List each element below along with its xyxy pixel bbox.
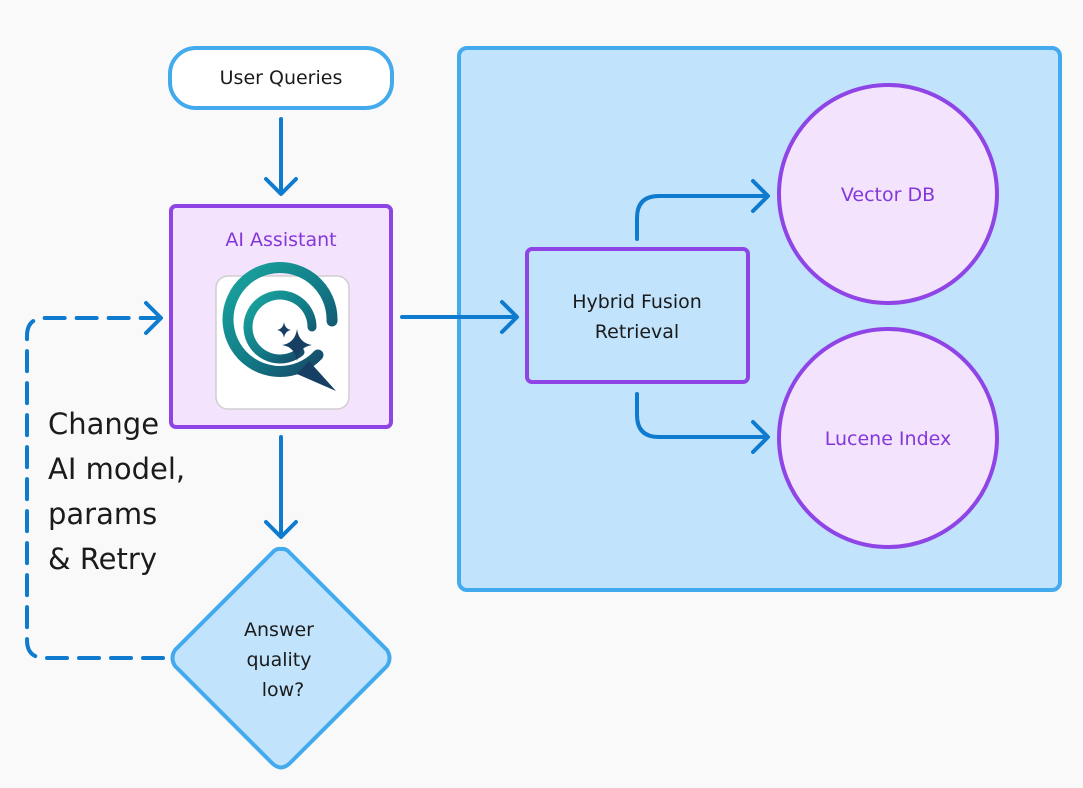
feedback-loop-arrow xyxy=(25,301,165,660)
hybrid-fusion-label-line2: Retrieval xyxy=(595,321,679,343)
arrow-assistant-to-fusion xyxy=(400,300,519,334)
arrow-fusion-to-vector-db xyxy=(635,179,770,241)
ai-assistant-label: AI Assistant xyxy=(225,229,336,251)
user-queries-label: User Queries xyxy=(220,67,343,89)
vector-db-label: Vector DB xyxy=(841,184,935,206)
decision-label-line1: Answer xyxy=(244,619,314,641)
feedback-note-line1: Change xyxy=(48,407,160,441)
hybrid-fusion-label-line1: Hybrid Fusion xyxy=(572,291,702,313)
feedback-note-line4: & Retry xyxy=(48,542,157,576)
vector-db-node[interactable]: Vector DB xyxy=(777,83,999,305)
chat-bubble-sparkle-icon xyxy=(215,261,350,410)
decision-label-line2: quality xyxy=(247,649,312,671)
user-queries-node[interactable]: User Queries xyxy=(168,46,394,110)
ai-assistant-node[interactable]: AI Assistant xyxy=(169,204,393,429)
arrow-fusion-to-lucene xyxy=(635,392,770,454)
feedback-note-line3: params xyxy=(48,497,158,531)
arrow-assistant-to-decision xyxy=(264,435,298,539)
decision-label-line3: low? xyxy=(262,679,305,701)
lucene-index-label: Lucene Index xyxy=(825,428,952,450)
hybrid-fusion-node[interactable]: Hybrid Fusion Retrieval xyxy=(525,247,750,384)
feedback-note: Change AI model, params & Retry xyxy=(48,402,185,582)
feedback-note-line2: AI model, xyxy=(48,452,186,486)
answer-quality-decision[interactable]: Answer quality low? xyxy=(170,546,392,770)
arrow-queries-to-assistant xyxy=(264,117,298,196)
lucene-index-node[interactable]: Lucene Index xyxy=(777,327,999,549)
